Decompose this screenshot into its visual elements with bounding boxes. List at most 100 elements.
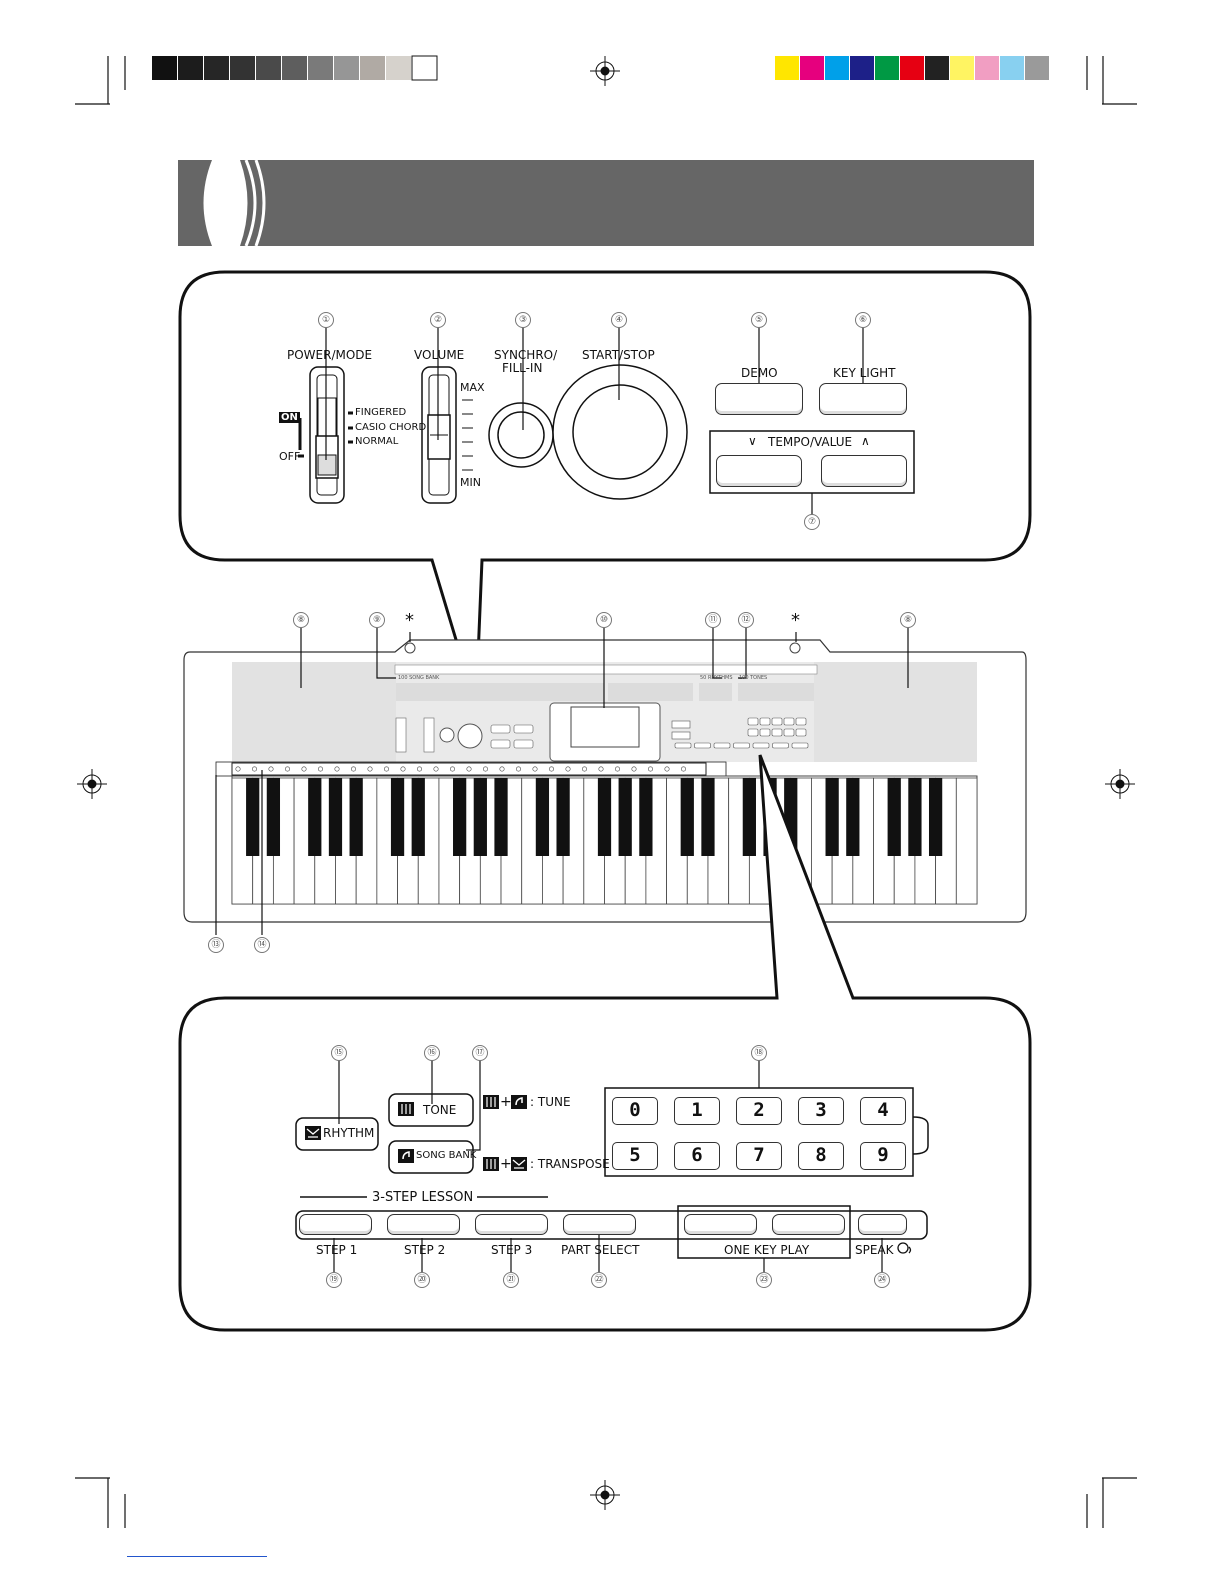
black-key [453,778,467,856]
crop-marks [75,56,1137,1528]
power-mode-slider [298,366,353,504]
synchro-fill-in-button[interactable] [497,411,545,459]
callout-15: ⑮ [331,1045,347,1061]
start-stop-button[interactable] [572,384,668,480]
chord-strip-mark [598,766,604,772]
black-key [701,778,715,856]
callout-11: ⑪ [705,612,721,628]
register-target-top [590,56,620,86]
black-key [908,778,922,856]
tone-button-label[interactable]: TONE [423,1103,457,1117]
number-button-9[interactable]: 9 [860,1142,906,1170]
volume-slider [421,366,473,504]
transpose-plus: + [500,1156,512,1172]
chord-strip-mark [235,766,241,772]
mini-lesson-button [713,742,731,749]
demo-label: DEMO [741,366,778,380]
number-button-5[interactable]: 5 [612,1142,658,1170]
key-light-button[interactable] [819,383,907,415]
mini-number-button [795,728,807,737]
callout-7: ⑦ [804,514,820,530]
mini-number-button [747,728,759,737]
one-key-play-button-left[interactable] [684,1214,757,1235]
black-key [328,778,343,856]
power-on-badge: ON [279,412,300,423]
lesson-header: 3-STEP LESSON [372,1190,474,1205]
chord-strip-mark [317,766,323,772]
black-key [825,778,839,856]
black-key [266,778,281,856]
mini-lesson-button [733,742,750,749]
callout-23: ㉓ [756,1272,772,1288]
callout-10: ⑩ [596,612,612,628]
register-target-right [1105,769,1135,799]
one-key-play-button-right[interactable] [772,1214,845,1235]
black-key [742,778,756,856]
black-key [308,778,322,856]
demo-button[interactable] [715,383,803,415]
mini-number-button [795,717,807,726]
callout-19: ⑲ [326,1272,342,1288]
chord-strip-mark [416,766,422,772]
callout-9: ⑨ [369,612,385,628]
register-target-left [77,769,107,799]
mini-number-button [759,728,771,737]
speak-icon [897,1242,912,1254]
part-select-button[interactable] [563,1214,636,1235]
rhythm-button-label[interactable]: RHYTHM [323,1126,375,1140]
number-button-7[interactable]: 7 [736,1142,782,1170]
step3-button[interactable] [475,1214,548,1235]
chord-strip-mark [367,766,373,772]
chord-strip-mark [532,766,538,772]
chord-strip-mark [647,766,653,772]
number-button-8[interactable]: 8 [798,1142,844,1170]
number-button-3[interactable]: 3 [798,1097,844,1125]
mini-lesson-button [772,742,789,749]
speak-button[interactable] [858,1214,907,1235]
rhythms-strip-label: 50 RHYTHMS [700,675,733,681]
mini-number-button [783,728,795,737]
number-button-1[interactable]: 1 [674,1097,720,1125]
tempo-down-button[interactable] [716,455,802,487]
tune-plus: + [500,1094,512,1110]
black-key [246,778,260,856]
step2-button[interactable] [387,1214,460,1235]
number-button-2[interactable]: 2 [736,1097,782,1125]
black-key [618,778,632,856]
mode-normal-label: NORMAL [355,436,399,447]
number-button-0[interactable]: 0 [612,1097,658,1125]
chord-strip-mark [449,766,455,772]
start-stop-label: START/STOP [582,348,655,362]
step2-label: STEP 2 [404,1243,446,1257]
mini-number-button [771,717,783,726]
tempo-up-button[interactable] [821,455,907,487]
mini-lesson-button [791,742,809,749]
volume-label: VOLUME [414,348,465,362]
black-key [556,778,570,856]
one-key-play-label: ONE KEY PLAY [724,1243,810,1257]
number-button-4[interactable]: 4 [860,1097,906,1125]
mini-lesson-button [752,742,770,749]
section-header-banner [178,159,1034,247]
number-button-6[interactable]: 6 [674,1142,720,1170]
chord-strip-mark [252,766,258,772]
black-key [597,778,612,856]
callout-13: ⑬ [208,937,224,953]
callout-5: ⑤ [751,312,767,328]
black-key [349,778,363,856]
song-bank-icon [398,1149,414,1163]
step1-button[interactable] [299,1214,372,1235]
callout-17: ⑰ [472,1045,488,1061]
tune-label: : TUNE [530,1095,571,1109]
tone-piano-icon [398,1102,414,1116]
synchro-label-line1: SYNCHRO/ [494,348,558,362]
key-light-label: KEY LIGHT [833,366,896,380]
song-bank-button-label[interactable]: SONG BANK [416,1150,477,1161]
keyboard-leader-lines [215,628,909,935]
chord-strip-mark [499,766,505,772]
callout-14: ⑭ [254,937,270,953]
chord-strip-mark [664,766,670,772]
black-key [411,778,425,856]
mode-fingered-label: FINGERED [355,407,407,418]
